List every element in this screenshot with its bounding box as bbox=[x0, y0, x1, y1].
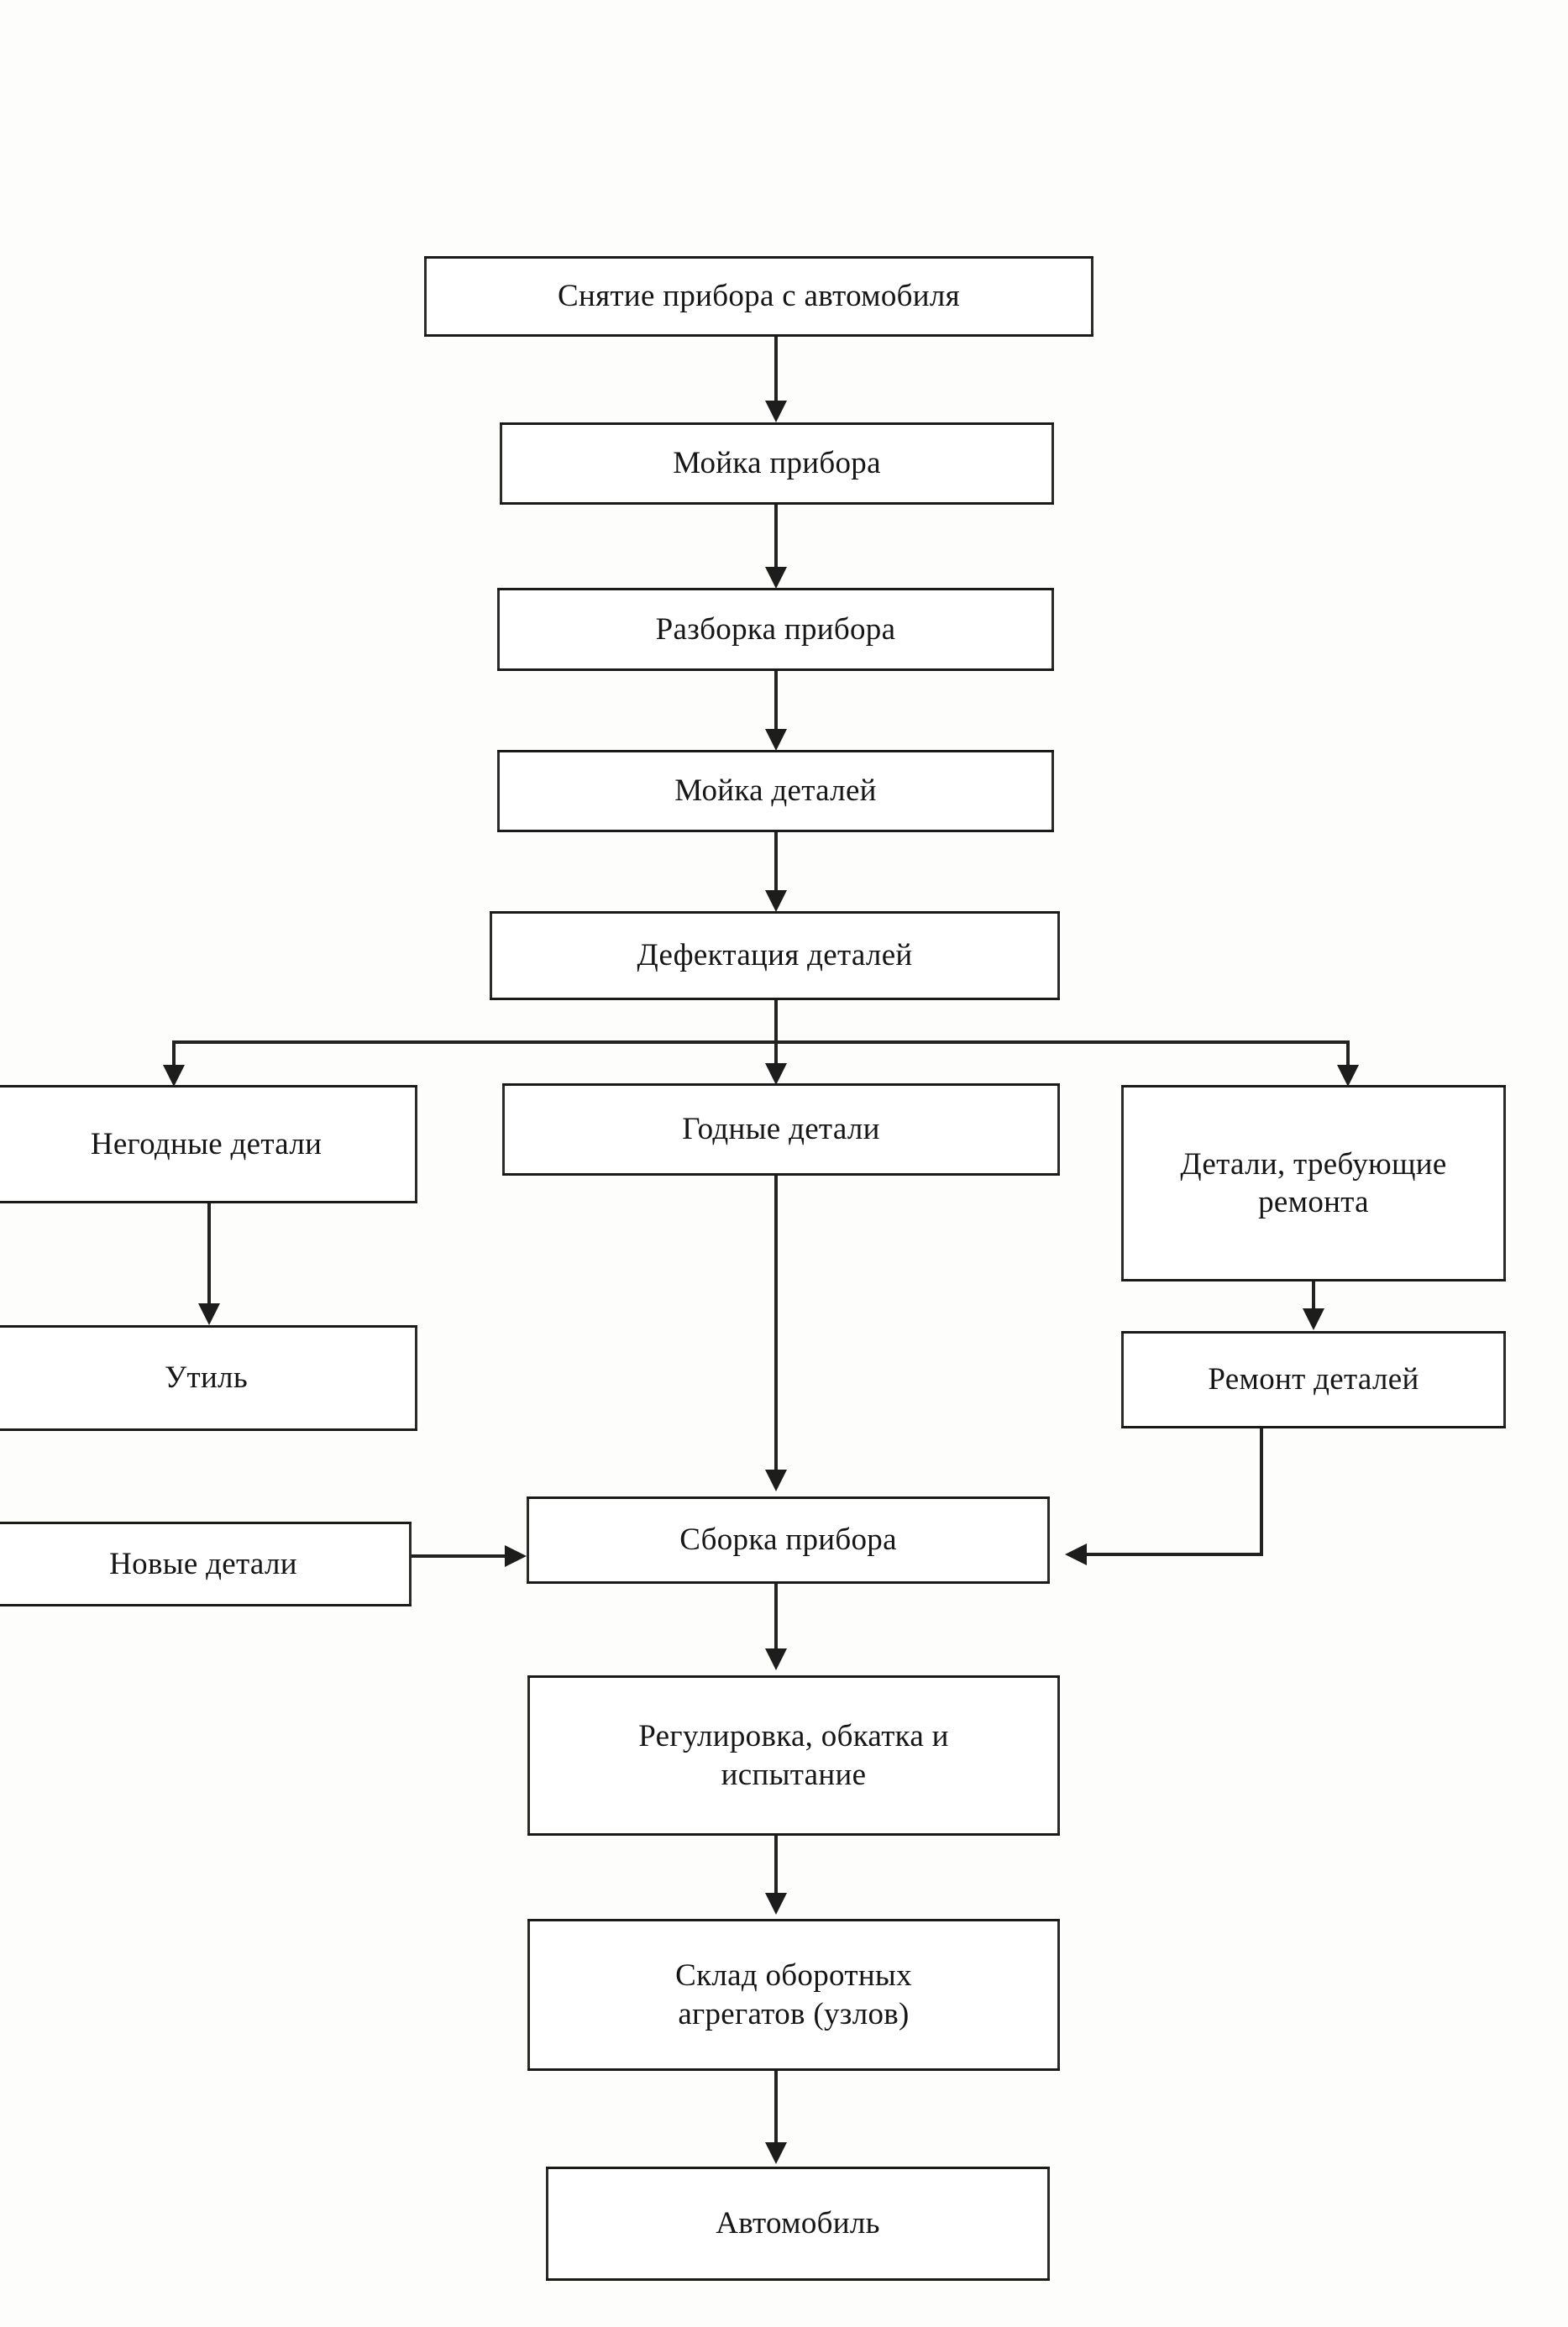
connector-n6-n9-arrowhead bbox=[198, 1303, 220, 1325]
connector-bus-n8-arrowhead bbox=[1337, 1065, 1359, 1087]
node-parts-repair[interactable]: Ремонт деталей bbox=[1121, 1331, 1506, 1428]
connector-n1-n2-arrowhead bbox=[765, 401, 787, 422]
connector-n7-n12-arrowhead bbox=[765, 1470, 787, 1491]
node-label: Ремонт деталей bbox=[1208, 1362, 1419, 1397]
connector-bus-n7-arrowhead bbox=[765, 1063, 787, 1085]
connector-n13-n14-arrowhead bbox=[765, 1893, 787, 1915]
connector-n6-n9-line bbox=[207, 1203, 211, 1304]
node-scrap[interactable]: Утиль bbox=[0, 1325, 417, 1431]
connector-n4-n5-arrowhead bbox=[765, 890, 787, 912]
node-label: Автомобиль bbox=[716, 2206, 880, 2241]
connector-n5-bus-stem bbox=[774, 1000, 778, 1044]
node-label: Детали, требующие ремонта bbox=[1180, 1146, 1447, 1219]
connector-bus-n6-arrowhead bbox=[163, 1065, 185, 1087]
connector-n11-n12-line bbox=[412, 1554, 509, 1558]
node-label: Негодные детали bbox=[90, 1126, 323, 1161]
connector-n2-n3-line bbox=[774, 505, 778, 572]
node-warehouse-rotating-units[interactable]: Склад оборотных агрегатов (узлов) bbox=[527, 1919, 1060, 2071]
node-unusable-parts[interactable]: Негодные детали bbox=[0, 1085, 417, 1203]
connector-n13-n14-line bbox=[774, 1836, 778, 1896]
node-label: Утиль bbox=[164, 1360, 248, 1396]
node-parts-inspection[interactable]: Дефектация деталей bbox=[490, 911, 1060, 1000]
node-label: Новые детали bbox=[109, 1546, 297, 1581]
node-vehicle[interactable]: Автомобиль bbox=[546, 2167, 1050, 2281]
connector-n1-n2-line bbox=[774, 337, 778, 404]
connector-n10-n12-across bbox=[1085, 1553, 1263, 1556]
node-label: Разборка прибора bbox=[655, 611, 896, 647]
node-device-wash[interactable]: Мойка прибора bbox=[500, 422, 1054, 505]
connector-n10-n12-arrowhead bbox=[1065, 1543, 1087, 1565]
connector-n12-n13-line bbox=[774, 1584, 778, 1651]
connector-n3-n4-line bbox=[774, 671, 778, 735]
node-parts-wash[interactable]: Мойка деталей bbox=[497, 750, 1054, 832]
node-label: Мойка прибора bbox=[673, 446, 881, 481]
node-label: Снятие прибора с автомобиля bbox=[558, 279, 960, 314]
connector-n14-n15-line bbox=[774, 2071, 778, 2145]
connector-n14-n15-arrowhead bbox=[765, 2142, 787, 2164]
node-label: Склад оборотных агрегатов (узлов) bbox=[675, 1958, 912, 2031]
connector-bus-n8-line bbox=[1346, 1040, 1350, 1071]
node-new-parts[interactable]: Новые детали bbox=[0, 1522, 412, 1606]
node-label: Мойка деталей bbox=[674, 773, 877, 809]
connector-branch-bus bbox=[172, 1040, 1350, 1044]
connector-n2-n3-arrowhead bbox=[765, 567, 787, 589]
connector-n11-n12-arrowhead bbox=[505, 1545, 527, 1567]
connector-n8-n10-arrowhead bbox=[1303, 1308, 1324, 1330]
node-adjustment-runin-test[interactable]: Регулировка, обкатка и испытание bbox=[527, 1675, 1060, 1836]
connector-n10-n12-down bbox=[1260, 1428, 1263, 1556]
connector-n4-n5-line bbox=[774, 832, 778, 893]
node-usable-parts[interactable]: Годные детали bbox=[502, 1083, 1060, 1176]
node-label: Дефектация деталей bbox=[637, 938, 913, 973]
node-label: Регулировка, обкатка и испытание bbox=[638, 1719, 949, 1792]
node-device-disassembly[interactable]: Разборка прибора bbox=[497, 588, 1054, 671]
connector-n7-n12-line bbox=[774, 1176, 778, 1471]
connector-bus-n6-line bbox=[172, 1040, 176, 1071]
node-device-assembly[interactable]: Сборка прибора bbox=[527, 1496, 1050, 1584]
connector-n12-n13-arrowhead bbox=[765, 1648, 787, 1670]
node-parts-needing-repair[interactable]: Детали, требующие ремонта bbox=[1121, 1085, 1506, 1281]
node-label: Годные детали bbox=[682, 1112, 880, 1147]
node-removal-from-vehicle[interactable]: Снятие прибора с автомобиля bbox=[424, 256, 1093, 337]
connector-n3-n4-arrowhead bbox=[765, 729, 787, 751]
node-label: Сборка прибора bbox=[679, 1523, 897, 1558]
connector-n8-n10-line bbox=[1312, 1281, 1315, 1312]
connector-bus-n7-line bbox=[774, 1040, 778, 1072]
